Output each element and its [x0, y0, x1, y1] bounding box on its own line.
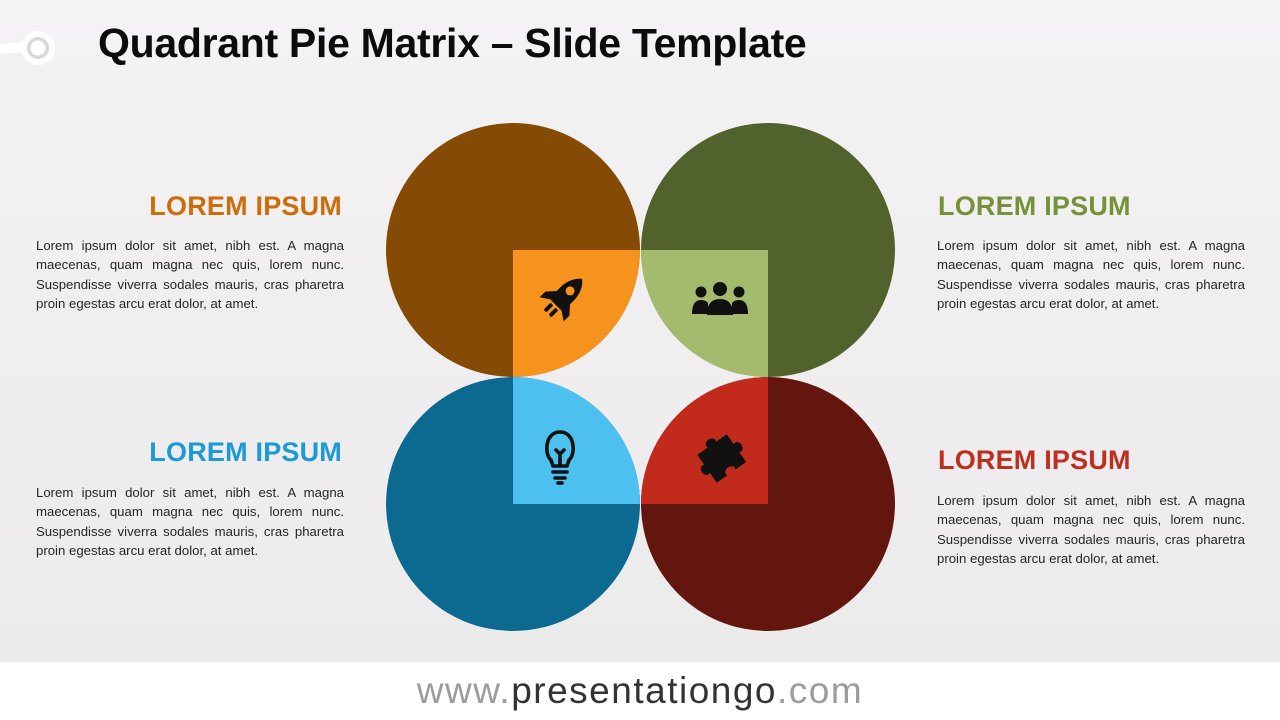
body-bottom-left: Lorem ipsum dolor sit amet, nibh est. A … — [36, 485, 344, 558]
heading-top-right: LOREM IPSUM — [938, 191, 1131, 221]
wedge-bottom-left — [513, 377, 640, 504]
body-top-right: Lorem ipsum dolor sit amet, nibh est. A … — [937, 238, 1245, 311]
slide-title: Quadrant Pie Matrix – Slide Template — [98, 20, 807, 66]
team-icon — [690, 270, 750, 330]
rocket-icon — [533, 268, 593, 328]
body-top-left: Lorem ipsum dolor sit amet, nibh est. A … — [36, 238, 344, 311]
slide: Quadrant Pie Matrix – Slide Template — [0, 0, 1280, 662]
heading-top-left: LOREM IPSUM — [149, 191, 342, 221]
body-bottom-right: Lorem ipsum dolor sit amet, nibh est. A … — [937, 493, 1245, 566]
puzzle-piece-icon — [690, 426, 750, 486]
wedge-top-left — [513, 250, 640, 377]
footer-url-suffix: .com — [777, 670, 864, 711]
wedge-bottom-right — [641, 377, 768, 504]
heading-bottom-right: LOREM IPSUM — [938, 445, 1131, 475]
presentationgo-logo-icon — [0, 31, 55, 65]
footer-url[interactable]: www.presentationgo.com — [0, 662, 1280, 720]
footer-url-domain: presentationgo — [511, 670, 778, 711]
heading-bottom-left: LOREM IPSUM — [149, 437, 342, 467]
lightbulb-icon — [530, 426, 590, 486]
footer-url-prefix: www. — [416, 670, 512, 711]
